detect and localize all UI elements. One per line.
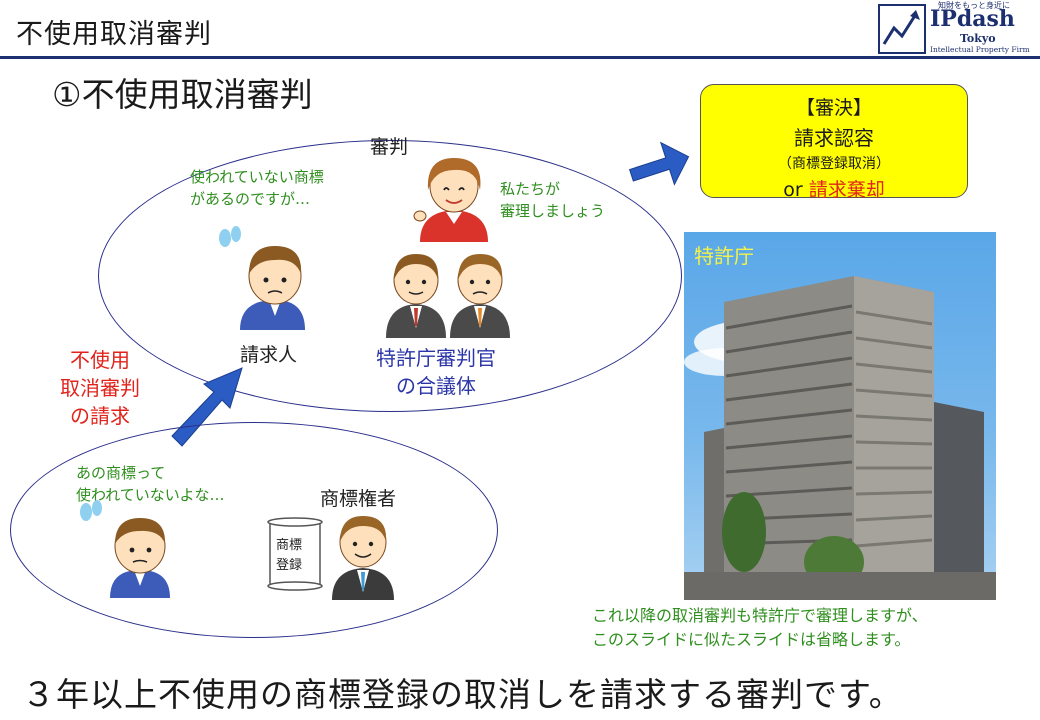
logo-mark bbox=[878, 4, 926, 54]
decision-alternative: or 請求棄却 bbox=[701, 175, 967, 202]
trial-ellipse bbox=[98, 140, 682, 412]
summary-text: ３年以上不使用の商標登録の取消しを請求する審判です。 bbox=[22, 675, 903, 714]
decision-box: 【審決】 請求認容 （商標登録取消） or 請求棄却 bbox=[700, 84, 968, 201]
logo-brand: IPdash bbox=[930, 6, 1015, 32]
judge-speech-bubble: 私たちが 審理しましょう bbox=[500, 180, 606, 220]
document-label: 商標 登録 bbox=[276, 538, 303, 573]
logo-tagline: 知財をもっと身近に bbox=[938, 1, 1010, 10]
photo-caption: 特許庁 bbox=[694, 244, 754, 268]
footnote: これ以降の取消審判も特許庁で審理しますが、 このスライドに似たスライドは省略しま… bbox=[592, 606, 928, 649]
claimant-figure bbox=[219, 226, 305, 330]
decision-or: or bbox=[783, 179, 809, 201]
judge-presiding-figure bbox=[413, 158, 488, 242]
judge-right-figure bbox=[450, 254, 510, 338]
title-divider bbox=[0, 56, 1040, 59]
judge-left-figure bbox=[386, 254, 446, 338]
page-title: 不使用取消審判 bbox=[16, 19, 212, 50]
panel-label: 特許庁審判官 の合議体 bbox=[376, 346, 496, 398]
trademark-owner-figure bbox=[332, 516, 394, 600]
jpo-building-photo bbox=[684, 232, 996, 600]
result-arrow-icon bbox=[628, 141, 690, 186]
decision-granted: 請求認容 bbox=[794, 126, 874, 150]
decision-granted-detail: （商標登録取消） bbox=[778, 156, 890, 172]
logo-firm: Intellectual Property Firm bbox=[930, 45, 1030, 54]
observer-speech-bubble: あの商標って 使われていないよな… bbox=[76, 464, 225, 504]
trial-label: 審判 bbox=[370, 136, 409, 158]
trademark-registration-document-icon bbox=[267, 517, 323, 591]
company-logo: 知財をもっと身近に IPdash Tokyo Intellectual Prop… bbox=[878, 1, 1036, 54]
observer-figure bbox=[80, 500, 170, 598]
logo-city: Tokyo bbox=[960, 32, 996, 45]
slide-heading: ①不使用取消審判 bbox=[52, 75, 313, 114]
request-label: 不使用 取消審判 の請求 bbox=[60, 348, 140, 428]
owner-ellipse bbox=[10, 422, 498, 638]
claimant-label: 請求人 bbox=[240, 344, 298, 366]
claimant-speech-bubble: 使われていない商標 があるのですが… bbox=[190, 168, 324, 208]
decision-rejected: 請求棄却 bbox=[808, 179, 885, 201]
owner-label: 商標権者 bbox=[320, 488, 397, 510]
decision-heading: 【審決】 bbox=[795, 97, 872, 119]
